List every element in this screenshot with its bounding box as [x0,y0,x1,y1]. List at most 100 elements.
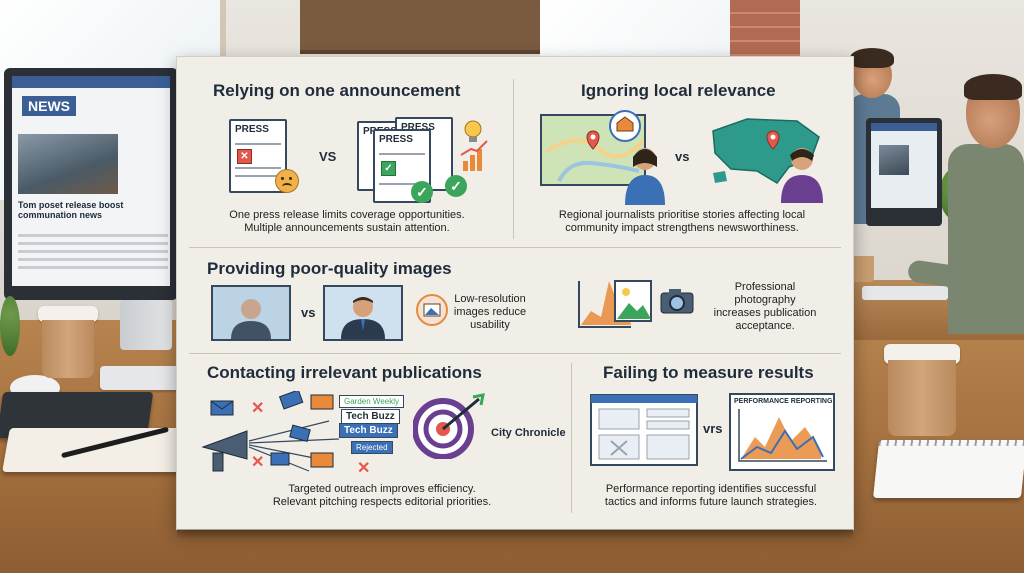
doc-label: PRESS [235,124,269,135]
coffee-cup [852,256,874,282]
section-caption: Performance reporting identifies success… [579,483,843,509]
x-mark-icon: ✕ [237,149,252,164]
check-box-icon: ✓ [381,161,396,176]
publication-tag: Tech Buzz [339,423,398,438]
blurry-headshot-icon [211,285,291,341]
coffee-cup-lid [884,344,960,364]
shelf [300,0,540,54]
caption-line: Performance reporting identifies success… [605,483,817,495]
caption-line: acceptance. [735,320,795,332]
text-line [379,183,425,185]
text-line [235,167,281,169]
spiral-notebook [872,440,1024,498]
section-title: Providing poor-quality images [207,259,452,278]
caption-line: Relevant pitching respects editorial pri… [272,496,492,508]
check-circle-icon: ✓ [411,181,433,203]
vs-label: VS [319,149,337,164]
svg-text:✕: ✕ [357,460,370,475]
news-site-label: NEWS [22,96,76,116]
monitor-right [866,118,942,226]
text-line [235,175,281,177]
coffee-cup [42,320,94,378]
target-icon [413,393,485,459]
section-caption: One press release limits coverage opport… [197,209,497,235]
section-caption: Professional photography increases publi… [695,281,835,333]
caption-line: Professional [734,281,796,293]
monitor-screen: NEWS Tom poset release boost communation… [12,76,170,286]
coffee-cup-lid [38,306,98,322]
sad-face-icon [275,169,299,193]
person-hair [964,74,1022,100]
monitor-left: NEWS Tom poset release boost communation… [4,68,178,300]
svg-text:✕: ✕ [251,454,264,471]
plant [0,296,20,356]
section-title: Relying on one announcement [213,81,461,100]
rejected-tag: Rejected [351,441,393,454]
section-caption: Targeted outreach improves efficiency. R… [197,483,567,509]
brick-wall [730,0,800,60]
photo-frame-icon [614,280,652,322]
journalist-icon [625,148,665,205]
text-line [379,153,425,155]
news-photo [18,134,118,194]
news-photo [879,145,909,175]
keyboard [100,366,180,390]
doc-label: PRESS [401,122,435,133]
sharp-headshot-icon [323,285,403,341]
press-release-icon: PRESS ✓ [373,129,431,203]
divider [513,79,514,239]
target-publication-label: City Chronicle [491,427,566,439]
browser-bar [12,76,170,88]
growth-chart-icon [738,409,827,462]
divider [189,353,841,354]
section-caption: Low-resolution images reduce usability [445,293,535,332]
section-title: Contacting irrelevant publications [207,363,482,382]
publication-tag: Tech Buzz [341,409,400,424]
national-map-icon [712,118,820,184]
publication-tag: Garden Weekly [339,395,404,408]
notepad [2,428,200,472]
check-circle-icon: ✓ [445,175,467,197]
vs-label: vs [675,149,690,164]
section-caption: Regional journalists prioritise stories … [527,209,837,235]
press-release-icon: PRESS ✕ [229,119,287,193]
caption-line: Multiple announcements sustain attention… [244,222,450,234]
caption-line: images reduce [453,306,527,318]
image-icon [416,294,448,326]
browser-bar [871,123,937,131]
infographic-poster: Relying on one announcement PRESS ✕ VS P… [176,56,854,539]
coffee-cup [888,360,956,436]
section-title: Failing to measure results [603,363,814,382]
performance-report-card: PERFORMANCE REPORTING [729,393,835,471]
caption-line: tactics and informs future launch strate… [604,496,818,508]
megaphone-spray-icon: ✕ ✕ ✕ [201,391,370,475]
monitor-stand [120,300,172,350]
vs-label: vs [301,305,316,320]
caption-line: usability [470,319,510,331]
confused-journalist-icon [781,148,823,203]
keyboard [862,286,948,300]
vs-label: vrs [703,421,723,436]
text-line [235,143,281,145]
svg-text:✕: ✕ [251,400,264,417]
news-text-lines [18,234,168,274]
person-hair [850,48,894,68]
section-title: Ignoring local relevance [581,81,776,100]
person-body [948,144,1024,334]
caption-line: increases publication [713,307,817,319]
person-foreground [906,74,1024,334]
doc-label: PRESS [379,134,413,145]
divider [571,363,572,513]
caption-line: Targeted outreach improves efficiency. [288,483,476,495]
empty-dashboard-icon [590,394,698,466]
caption-line: Low-resolution [454,293,526,305]
news-headline: Tom poset release boost communation news [18,200,124,220]
town-bubble-icon [609,110,641,142]
camera-icon [660,289,694,314]
monitor-screen [871,123,937,208]
caption-line: One press release limits coverage opport… [229,209,465,221]
caption-line: community impact strengthens newsworthin… [565,222,799,234]
caption-line: Regional journalists prioritise stories … [558,209,806,221]
lightbulb-growth-icon [460,120,488,171]
